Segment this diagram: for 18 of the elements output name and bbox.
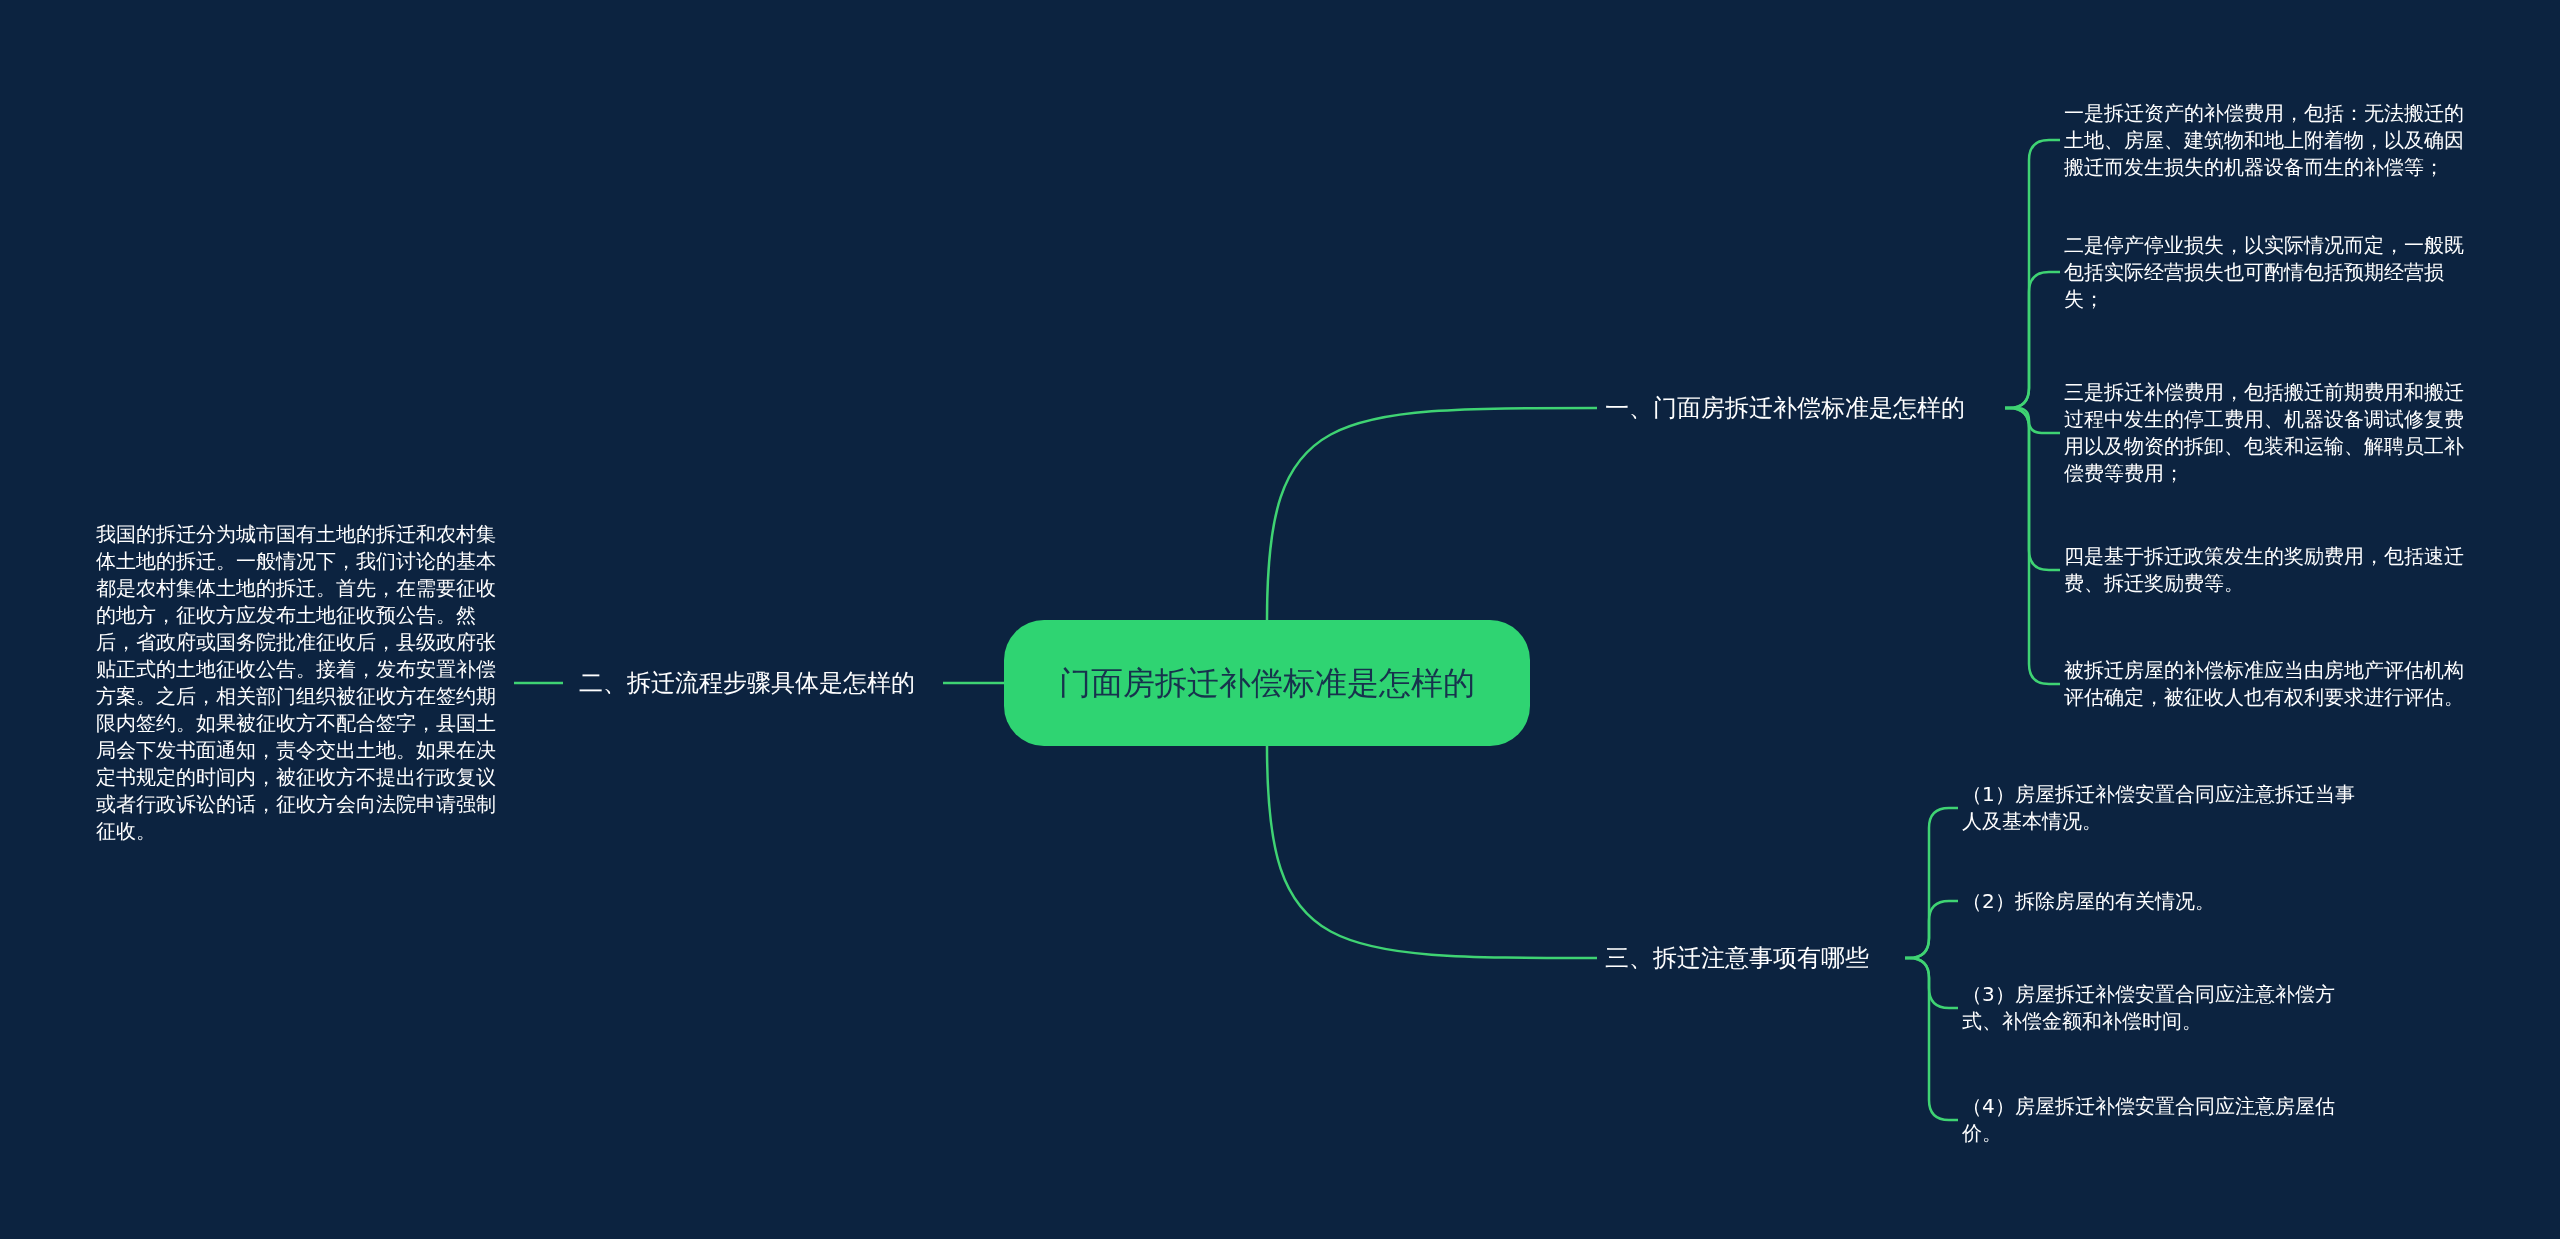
- note-text: 四是基于拆迁政策发生的奖励费用，包括速迁费、拆迁奖励费等。: [2060, 543, 2480, 597]
- connector-line: [943, 681, 1004, 685]
- branch-topic: 三、拆迁注意事项有哪些: [1597, 938, 1897, 978]
- note-text: 二是停产停业损失，以实际情况而定，一般既包括实际经营损失也可酌情包括预期经营损失；: [2060, 231, 2480, 313]
- note-text: 三是拆迁补偿费用，包括搬迁前期费用和搬迁过程中发生的停工费用、机器设备调试修复费用以及物资的拆卸、包装和运输、解聘员工补偿费等费用；: [2060, 379, 2480, 487]
- note-text: （2）拆除房屋的有关情况。: [1958, 887, 2378, 915]
- connector-line: [1265, 745, 1597, 960]
- branch-topic: 一、门面房拆迁补偿标准是怎样的: [1597, 388, 1997, 428]
- connector-line: [514, 681, 563, 685]
- note-text: （4）房屋拆迁补偿安置合同应注意房屋估价。: [1958, 1093, 2378, 1147]
- note-text: 被拆迁房屋的补偿标准应当由房地产评估机构评估确定，被征收人也有权利要求进行评估。: [2060, 657, 2480, 711]
- note-text: 我国的拆迁分为城市国有土地的拆迁和农村集体土地的拆迁。一般情况下，我们讨论的基本都是农村集体土地的拆迁。首先，在需要征收的地方，征收方应发布土地征收预公告。然后，省政府或国务院批准征收后，县级政府张贴正式的土地征收公告。接着，发布安置补偿方案。之后，相关部门组织被征收方在签约期限内签约。如果被征收方不配合签字，县国土局会下发书面通知，责令交出土地。如果在决定书规定的时间内，被征收方不提出行政复议或者行政诉讼的话，征收方会向法院申请强制征收。: [92, 521, 510, 845]
- branch-topic: 二、拆迁流程步骤具体是怎样的: [571, 663, 943, 703]
- note-text: （1）房屋拆迁补偿安置合同应注意拆迁当事人及基本情况。: [1958, 781, 2378, 835]
- connector-line: [1265, 406, 1597, 621]
- note-text: （3）房屋拆迁补偿安置合同应注意补偿方式、补偿金额和补偿时间。: [1958, 981, 2378, 1035]
- note-text: 一是拆迁资产的补偿费用，包括：无法搬迁的土地、房屋、建筑物和地上附着物，以及确因搬迁而发生损失的机器设备而生的补偿等；: [2060, 99, 2480, 181]
- central-topic: 门面房拆迁补偿标准是怎样的: [1004, 620, 1530, 746]
